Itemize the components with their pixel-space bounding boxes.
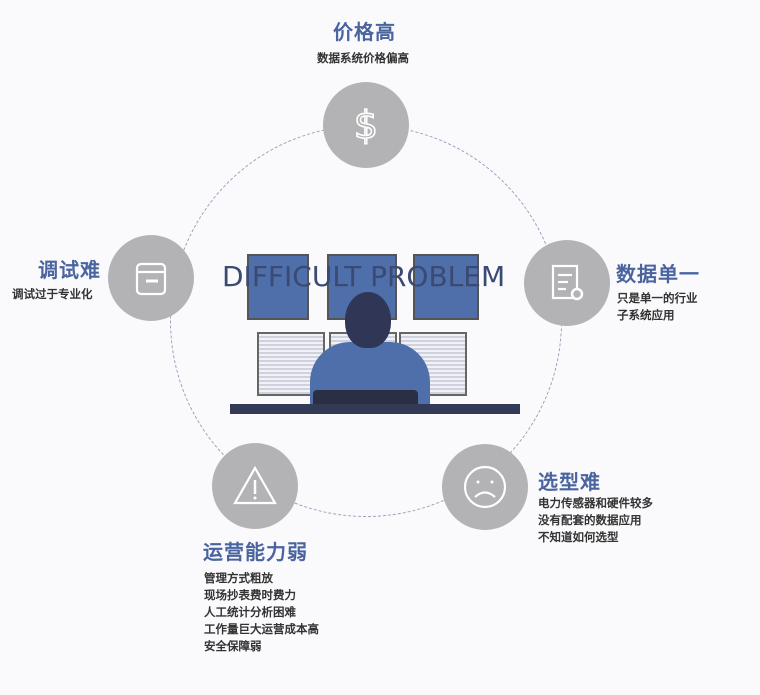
desc-line: 人工统计分析困难 <box>204 605 296 619</box>
warning-icon <box>233 465 277 505</box>
desc-line: 没有配套的数据应用 <box>538 513 642 527</box>
item-desc: 数据系统价格偏高 <box>317 50 409 67</box>
desc-line: 调试过于专业化 <box>12 287 93 301</box>
person-head <box>345 292 391 348</box>
dollar-icon: $ <box>353 102 379 148</box>
item-title: 调试难 <box>38 258 101 282</box>
price-node: $ <box>323 82 409 168</box>
desc-line: 安全保障弱 <box>204 639 262 653</box>
desc-line: 子系统应用 <box>617 308 675 322</box>
desc-line: 不知道如何选型 <box>538 530 619 544</box>
item-title: 选型难 <box>538 470 601 494</box>
operations-node <box>212 443 298 529</box>
headline: DIFFICULT PROBLEM <box>222 260 506 293</box>
desc-line: 现场抄表费时费力 <box>204 588 296 602</box>
data-node <box>524 240 610 326</box>
wallet-icon <box>135 262 167 296</box>
item-desc: 电力传感器和硬件较多没有配套的数据应用不知道如何选型 <box>538 495 653 546</box>
monitor <box>247 254 309 320</box>
item-title: 数据单一 <box>616 262 700 286</box>
item-title: 运营能力弱 <box>203 540 308 564</box>
item-desc: 管理方式粗放现场抄表费时费力人工统计分析困难工作量巨大运营成本高安全保障弱 <box>204 570 319 655</box>
item-desc: 调试过于专业化 <box>12 286 93 303</box>
desc-line: 只是单一的行业 <box>617 291 698 305</box>
selection-node <box>442 444 528 530</box>
document-gear-icon <box>551 264 584 301</box>
desc-line: 数据系统价格偏高 <box>317 51 409 65</box>
debug-node <box>108 235 194 321</box>
desk <box>230 404 520 414</box>
item-title: 价格高 <box>333 20 396 44</box>
sad-face-icon <box>463 465 507 509</box>
svg-text:$: $ <box>354 103 378 147</box>
desc-line: 工作量巨大运营成本高 <box>204 622 319 636</box>
monitor <box>413 254 479 320</box>
operator-illustration <box>225 232 525 417</box>
item-desc: 只是单一的行业子系统应用 <box>617 290 698 324</box>
desc-line: 电力传感器和硬件较多 <box>538 496 653 510</box>
desc-line: 管理方式粗放 <box>204 571 273 585</box>
